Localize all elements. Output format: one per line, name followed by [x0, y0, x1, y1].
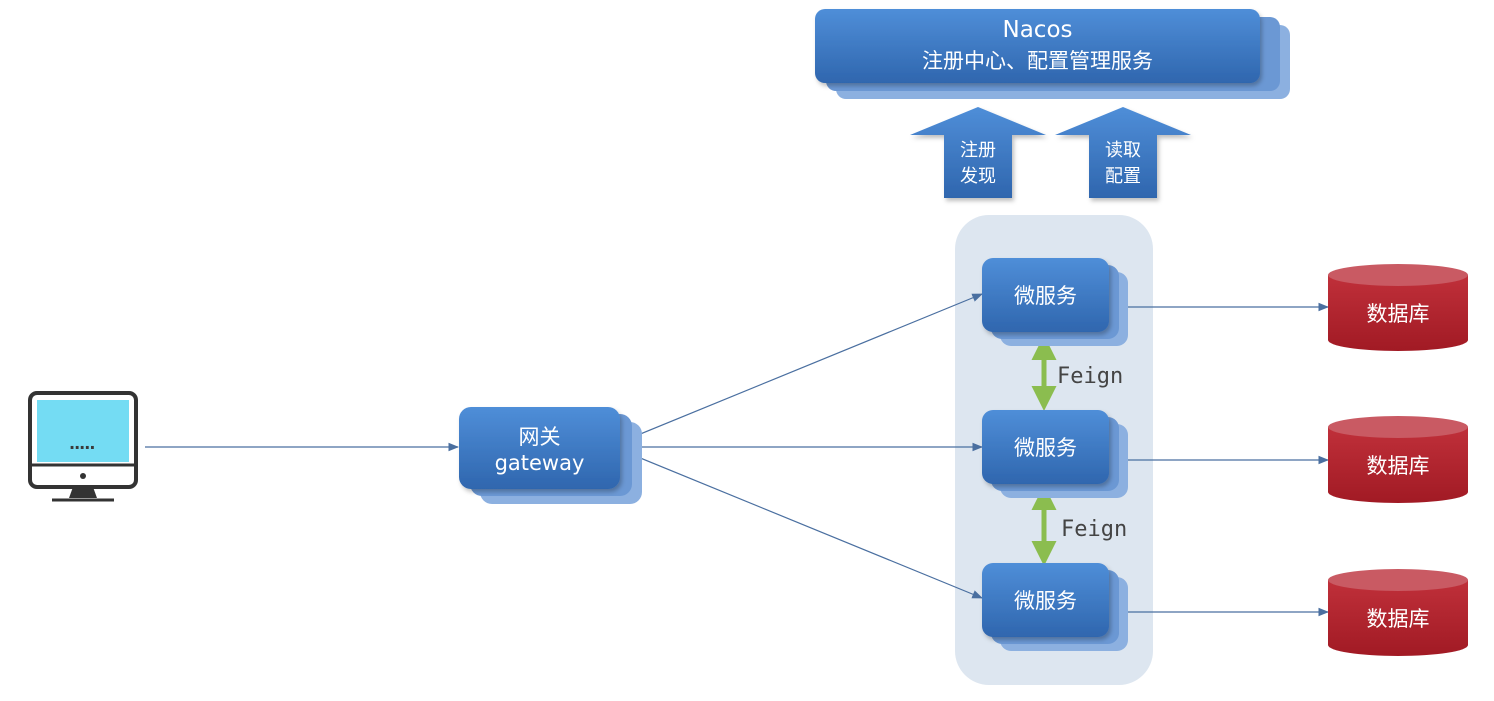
gateway-to-service-1-line [632, 293, 983, 438]
feign-label-1: Feign [1057, 364, 1124, 389]
database-cylinder-3 [1328, 569, 1468, 656]
register-discover-arrow [910, 107, 1046, 198]
read-config-arrow [1055, 107, 1191, 198]
database-cylinder-2 [1328, 416, 1468, 503]
microservice-box-2 [982, 410, 1128, 498]
client-monitor-icon [28, 391, 138, 502]
database-cylinder-1 [1328, 264, 1468, 351]
gateway-to-service-3-line [632, 454, 983, 599]
client-screen-text: ..... [69, 434, 95, 453]
nacos-box [815, 9, 1290, 99]
microservice-box-3 [982, 563, 1128, 651]
gateway-box [459, 407, 642, 504]
microservice-box-1 [982, 258, 1128, 346]
feign-label-2: Feign [1061, 517, 1128, 542]
